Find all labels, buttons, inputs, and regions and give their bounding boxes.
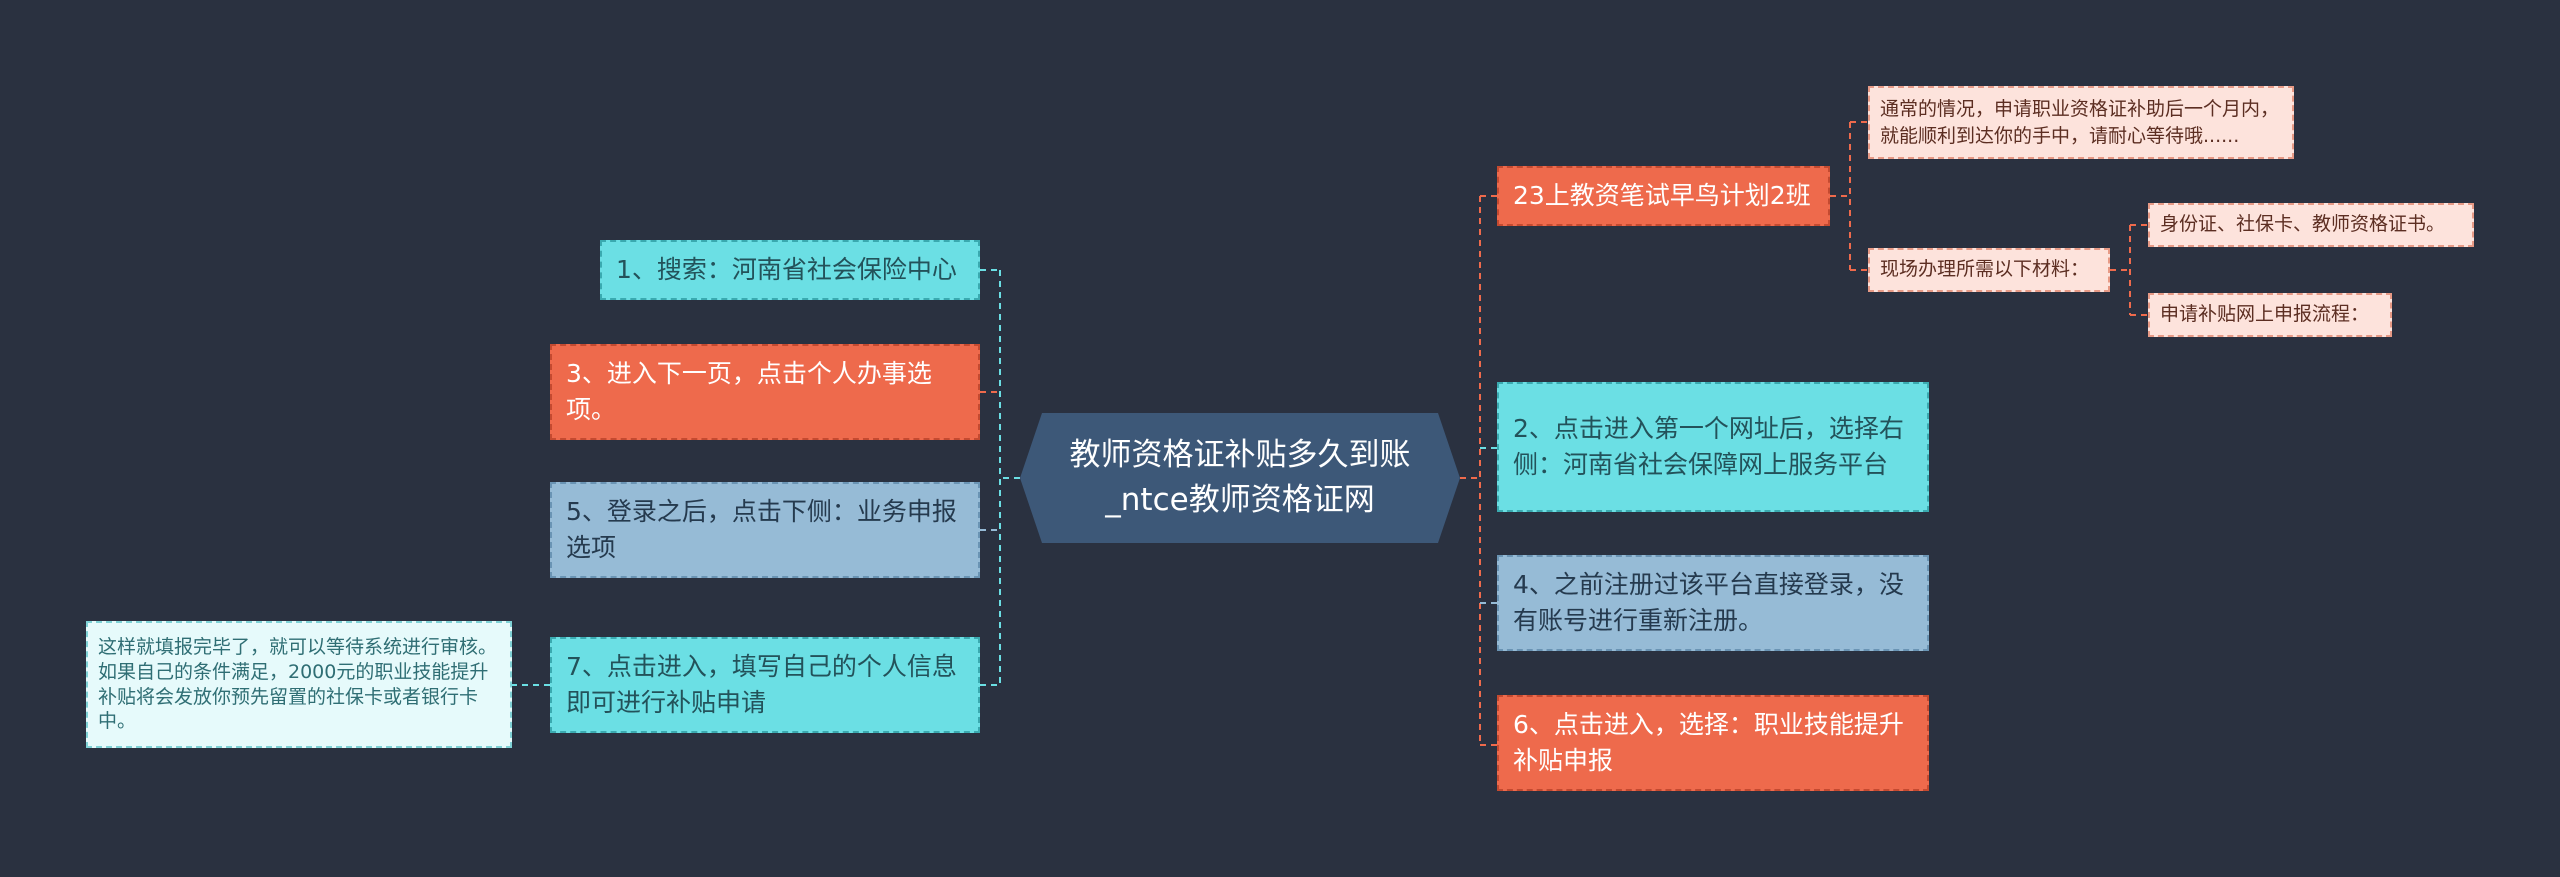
- right-node-2-label: 2、点击进入第一个网址后，选择右侧：河南省社会保障网上服务平台: [1513, 413, 1904, 479]
- right-course-sub-2[interactable]: 申请补贴网上申报流程：: [2148, 293, 2392, 337]
- central-topic-label: 教师资格证补贴多久到账_ntce教师资格证网: [1069, 437, 1411, 518]
- left-node-7[interactable]: 7、点击进入，填写自己的个人信息即可进行补贴申请: [550, 637, 980, 733]
- hexagon-shape: [1020, 413, 1460, 543]
- right-node-course-label: 23上教资笔试早鸟计划2班: [1513, 180, 1811, 210]
- left-node-7-label: 7、点击进入，填写自己的个人信息即可进行补贴申请: [566, 651, 957, 717]
- right-node-4-label: 4、之前注册过该平台直接登录，没有账号进行重新注册。: [1513, 569, 1904, 635]
- right-node-course[interactable]: 23上教资笔试早鸟计划2班: [1497, 166, 1830, 226]
- left-node-7-note-label: 这样就填报完毕了，就可以等待系统进行审核。如果自己的条件满足，2000元的职业技…: [98, 636, 498, 733]
- right-node-6-label: 6、点击进入，选择：职业技能提升补贴申报: [1513, 709, 1904, 775]
- right-course-note-1[interactable]: 通常的情况，申请职业资格证补助后一个月内，就能顺利到达你的手中，请耐心等待哦..…: [1868, 86, 2294, 159]
- left-node-5-label: 5、登录之后，点击下侧：业务申报选项: [566, 496, 957, 562]
- right-course-note-2[interactable]: 现场办理所需以下材料：: [1868, 248, 2110, 292]
- left-node-1-label: 1、搜索：河南省社会保险中心: [616, 254, 957, 284]
- right-course-sub-2-label: 申请补贴网上申报流程：: [2160, 303, 2370, 326]
- left-node-3[interactable]: 3、进入下一页，点击个人办事选项。: [550, 344, 980, 440]
- left-node-3-label: 3、进入下一页，点击个人办事选项。: [566, 358, 932, 424]
- right-course-sub-1[interactable]: 身份证、社保卡、教师资格证书。: [2148, 203, 2474, 247]
- right-node-2[interactable]: 2、点击进入第一个网址后，选择右侧：河南省社会保障网上服务平台: [1497, 382, 1929, 512]
- right-node-4[interactable]: 4、之前注册过该平台直接登录，没有账号进行重新注册。: [1497, 555, 1929, 651]
- right-course-note-2-label: 现场办理所需以下材料：: [1880, 258, 2090, 281]
- central-topic[interactable]: 教师资格证补贴多久到账_ntce教师资格证网: [1020, 413, 1460, 543]
- right-course-sub-1-label: 身份证、社保卡、教师资格证书。: [2160, 213, 2446, 236]
- right-node-6[interactable]: 6、点击进入，选择：职业技能提升补贴申报: [1497, 695, 1929, 791]
- left-node-1[interactable]: 1、搜索：河南省社会保险中心: [600, 240, 980, 300]
- left-node-7-note[interactable]: 这样就填报完毕了，就可以等待系统进行审核。如果自己的条件满足，2000元的职业技…: [86, 621, 512, 748]
- left-node-5[interactable]: 5、登录之后，点击下侧：业务申报选项: [550, 482, 980, 578]
- right-course-note-1-label: 通常的情况，申请职业资格证补助后一个月内，就能顺利到达你的手中，请耐心等待哦..…: [1880, 97, 2280, 147]
